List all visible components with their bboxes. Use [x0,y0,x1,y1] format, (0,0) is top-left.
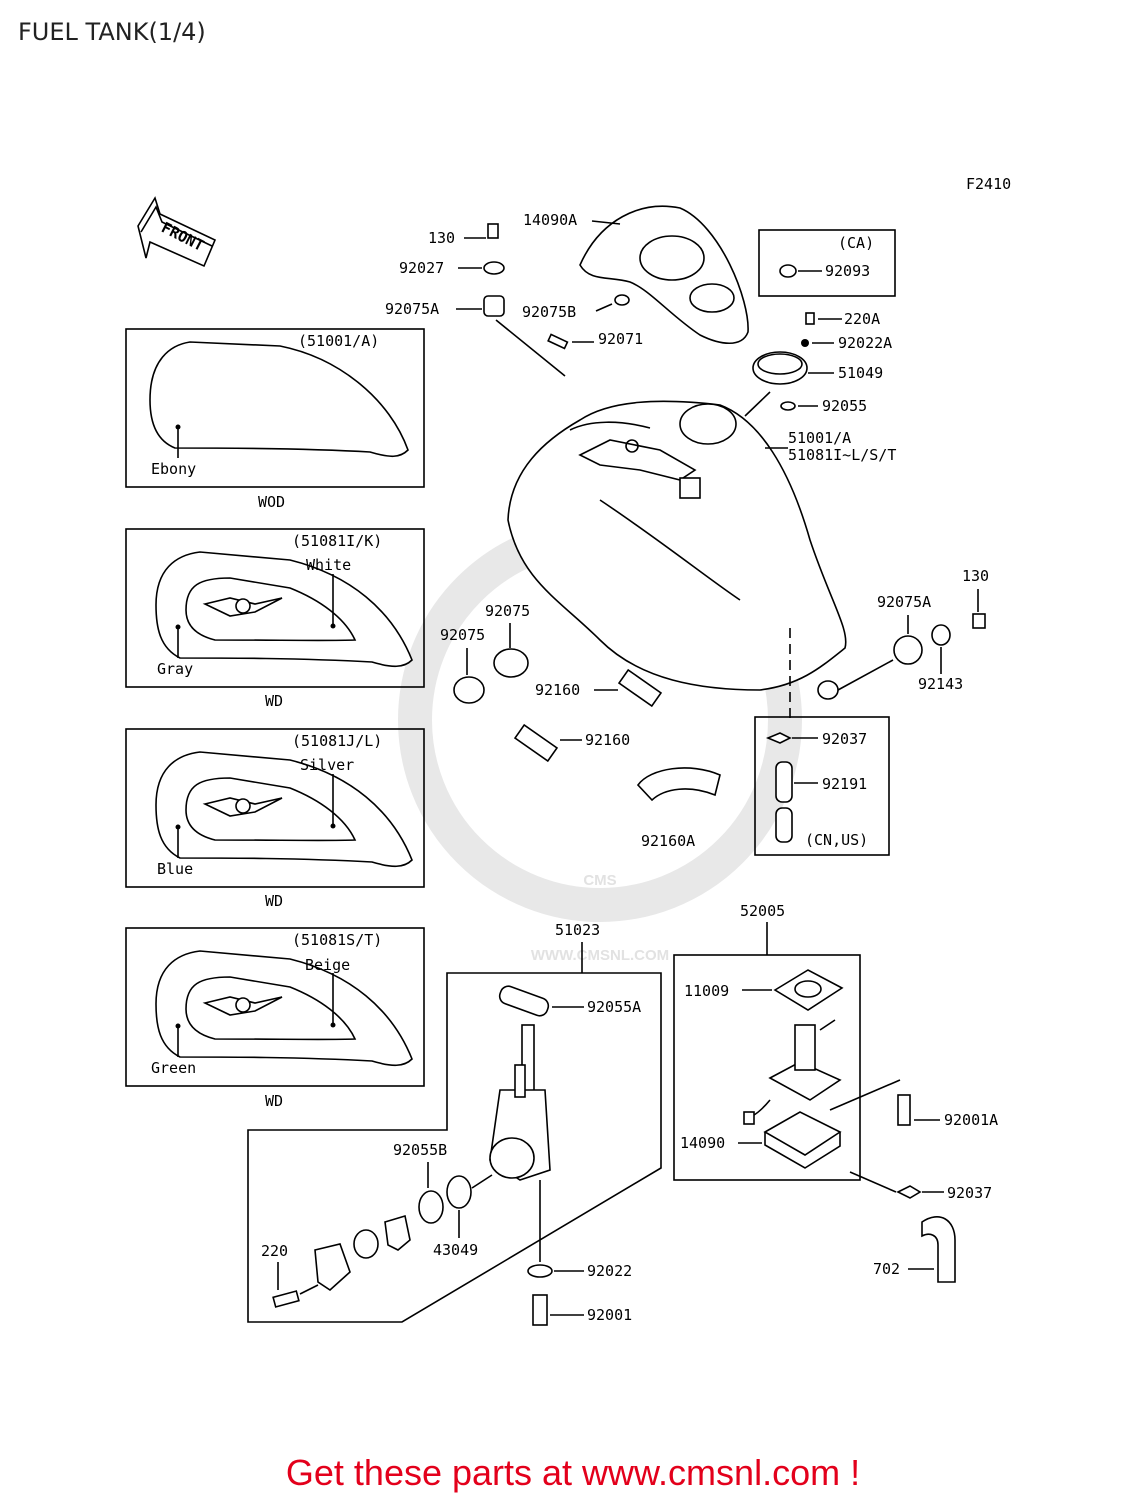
watermark-logo: CMS [583,872,616,889]
variant-1-code: (51001/A) [298,332,379,350]
label-92075A-right: 92075A [877,593,931,611]
label-92160A: 92160A [641,832,695,850]
variant-4-type: WD [265,1092,283,1110]
label-92055A: 92055A [587,998,641,1016]
fuel-tank-main: 51001/A 51081I~L/S/T [507,400,896,720]
damper-92160A: 92160A [636,767,721,850]
label-92075-a: 92075 [440,626,485,644]
label-220: 220 [261,1242,288,1260]
label-220A: 220A [844,310,880,328]
label-51001A: 51001/A [788,429,851,447]
damper-92075-pair: 92075 92075 [440,602,530,704]
label-51081: 51081I~L/S/T [788,446,896,464]
label-130-right: 130 [962,567,989,585]
variant-1-color-1: Ebony [151,460,196,478]
mount-right: 130 92143 92075A [837,567,989,693]
label-92071: 92071 [598,330,643,348]
variant-4-color-2: Green [151,1059,196,1077]
tank-variant-box-2: (51081I/K) White Gray WD [125,528,425,710]
variant-4-code: (51081S/T) [292,931,382,949]
label-702: 702 [873,1260,900,1278]
label-51023: 51023 [555,921,600,939]
damper-92160-upper: 92160 [535,668,663,708]
cap-51049: 51049 [744,351,883,417]
label-92093: 92093 [825,262,870,280]
label-11009: 11009 [684,982,729,1000]
label-92055B: 92055B [393,1141,447,1159]
dash-cover-part: 14090A [523,205,749,345]
label-92027: 92027 [399,259,444,277]
oring-92055: 92055 [780,397,867,415]
damper-92075A-top: 92075A [385,295,566,377]
region-box-ca: (CA) 92093 [758,229,896,297]
tank-variant-box-3: (51081J/L) Silver Blue WD [125,728,425,910]
region-cn-us-label: (CN,US) [805,831,868,849]
label-43049: 43049 [433,1241,478,1259]
bolt-130-top: 130 [428,223,499,247]
label-130-top: 130 [428,229,455,247]
washer-92075B: 92075B [522,294,630,321]
label-92001A: 92001A [944,1111,998,1129]
label-92075-b: 92075 [485,602,530,620]
damper-92160-lower: 92160 [513,723,630,763]
screw-220A: 220A [805,310,880,328]
label-92022A: 92022A [838,334,892,352]
footer-link[interactable]: Get these parts at www.cmsnl.com ! [285,1452,861,1493]
variant-3-color-2: Blue [157,860,193,878]
label-92075A-top: 92075A [385,300,439,318]
label-92037-top: 92037 [822,730,867,748]
region-ca-label: (CA) [838,234,874,252]
label-52005: 52005 [740,902,785,920]
label-92037-bottom: 92037 [947,1184,992,1202]
variant-1-type: WOD [258,493,285,511]
tank-variant-box-4: (51081S/T) Beige Green WD [125,927,425,1110]
label-92160-b: 92160 [585,731,630,749]
variant-3-code: (51081J/L) [292,732,382,750]
label-92143: 92143 [918,675,963,693]
tank-variant-box-1: (51001/A) Ebony WOD [125,328,425,511]
variant-3-type: WD [265,892,283,910]
label-92055: 92055 [822,397,867,415]
label-92075B: 92075B [522,303,576,321]
washer-92027: 92027 [399,259,505,277]
watermark-url: WWW.CMSNL.COM [531,947,669,964]
front-arrow-icon: FRONT [137,196,217,268]
label-14090A: 14090A [523,211,577,229]
label-92191: 92191 [822,775,867,793]
variant-2-type: WD [265,692,283,710]
label-92001: 92001 [587,1306,632,1324]
variant-2-code: (51081I/K) [292,532,382,550]
variant-2-color-1: White [306,556,351,574]
label-14090: 14090 [680,1134,725,1152]
variant-4-color-1: Beige [305,956,350,974]
fuel-gauge-assembly: 52005 11009 14090 92001A 92037 702 [673,902,998,1283]
label-92160-a: 92160 [535,681,580,699]
variant-2-color-2: Gray [157,660,193,678]
washer-92022A: 92022A [801,334,892,352]
pin-92071: 92071 [547,330,643,350]
region-box-cn-us: 92037 92191 (CN,US) [754,716,890,856]
figure-code: F2410 [966,175,1011,193]
variant-3-color-1: Silver [300,756,354,774]
label-51049: 51049 [838,364,883,382]
fuel-tap-assembly: 51023 92055A 92055B 43049 220 92022 9200… [247,921,662,1326]
label-92022: 92022 [587,1262,632,1280]
page-title: FUEL TANK(1/4) [18,18,206,46]
